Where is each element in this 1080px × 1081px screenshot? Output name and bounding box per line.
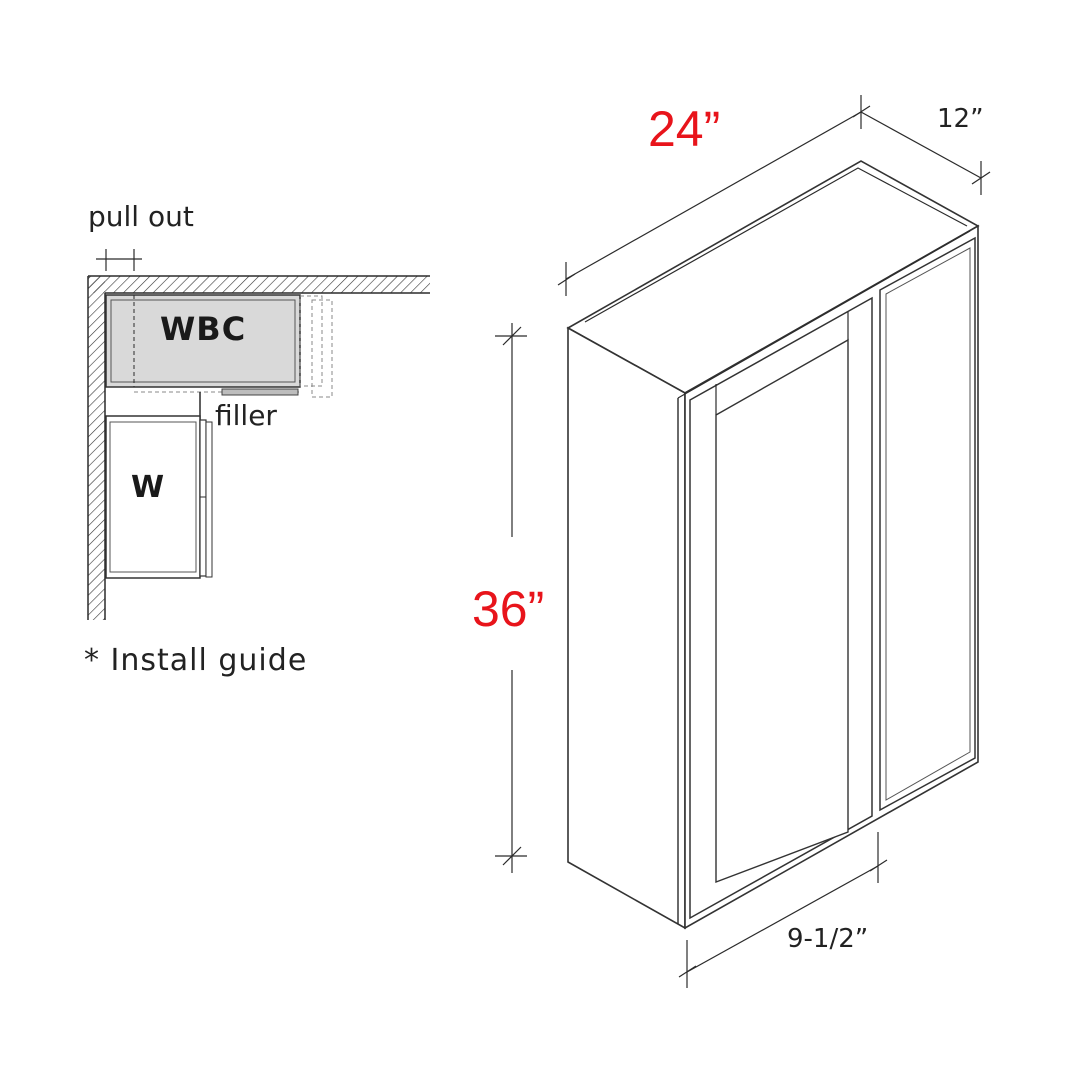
- w-label: W: [131, 470, 164, 505]
- wall-top: [88, 275, 430, 294]
- pull-out-dimension: [96, 249, 142, 271]
- cabinet-side: [567, 326, 686, 930]
- height-dimension-line: [495, 323, 527, 873]
- install-guide-note: * Install guide: [84, 643, 307, 678]
- depth-dimension-label: 12”: [937, 104, 984, 134]
- install-guide: pull out WBC filler W * Install guide: [84, 200, 430, 678]
- cabinet-door-left: [689, 296, 873, 920]
- cabinet-door-right: [879, 236, 976, 812]
- w-cabinet: [105, 415, 213, 579]
- width-dimension-label: 24”: [648, 101, 720, 157]
- wall-left: [87, 276, 106, 620]
- door-width-dimension-line: [678, 832, 888, 988]
- wbc-label: WBC: [160, 310, 246, 348]
- door-width-dimension-label: 9-1/2”: [787, 924, 868, 954]
- height-dimension-label: 36”: [472, 581, 544, 637]
- wbc-cabinet: [105, 294, 333, 398]
- filler-label: filler: [215, 399, 277, 432]
- depth-dimension-line: [860, 111, 991, 195]
- wall-cabinet-drawing: [566, 160, 980, 930]
- pull-out-label: pull out: [88, 200, 194, 233]
